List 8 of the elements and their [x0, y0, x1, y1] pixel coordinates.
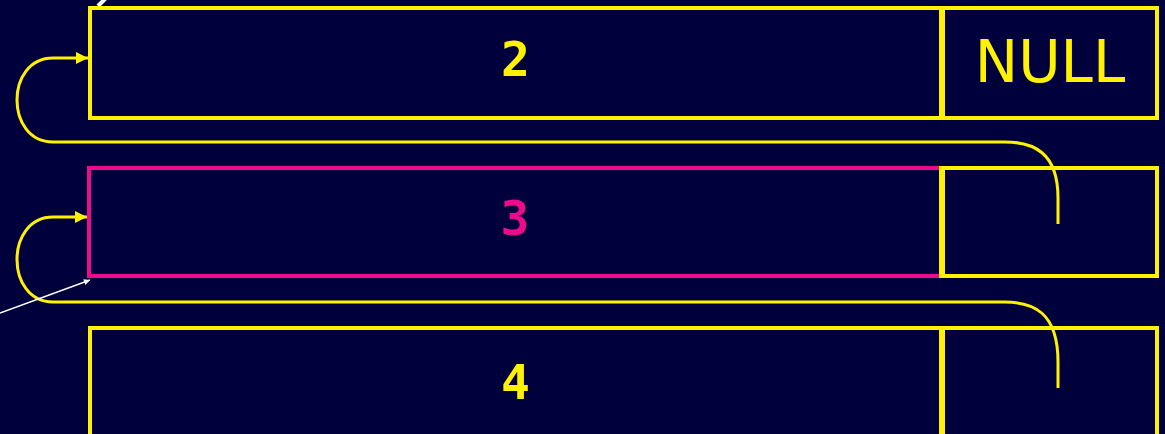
- arrow: [0, 279, 91, 314]
- arrow: [16, 52, 1060, 224]
- arrow: [16, 211, 1060, 388]
- null-label: NULL: [974, 33, 1126, 91]
- node-value: 4: [501, 358, 530, 406]
- node-value: 3: [500, 194, 530, 242]
- pointer-field-box: [939, 166, 1159, 278]
- node-value: 2: [501, 35, 530, 83]
